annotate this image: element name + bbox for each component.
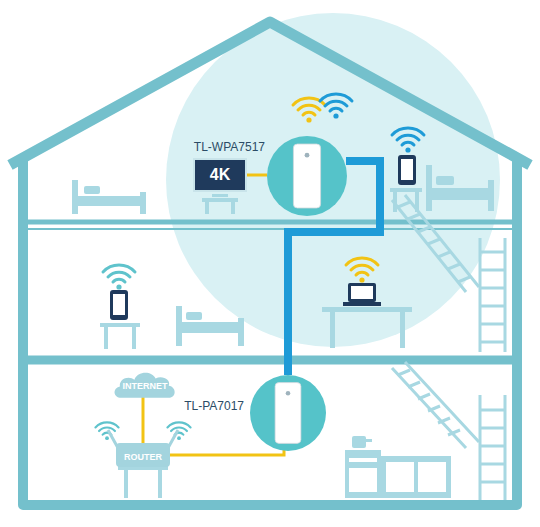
house-outline	[10, 22, 530, 505]
circle-shape	[267, 136, 347, 216]
kitchen-detail	[349, 458, 446, 492]
plug-device	[293, 144, 320, 208]
circle-fill	[267, 136, 347, 216]
device-led	[286, 391, 291, 396]
coverage-area	[166, 13, 500, 347]
cable-connector	[170, 449, 284, 455]
node-text: 4K	[210, 166, 230, 184]
stairs	[392, 195, 505, 500]
router-box: ROUTER	[116, 443, 170, 467]
device-label: TL-PA7017	[184, 399, 244, 413]
furniture	[72, 165, 494, 498]
plug-device	[275, 383, 301, 444]
device-label: TL-WPA7517	[194, 140, 265, 154]
circle-shape	[250, 375, 326, 451]
device-led	[305, 153, 310, 158]
tv-screen: 4K	[193, 158, 247, 192]
internet-cloud: INTERNET	[112, 369, 178, 399]
cable-connector	[142, 397, 145, 443]
node-text: ROUTER	[124, 452, 162, 462]
node-text: INTERNET	[123, 381, 168, 391]
adapter-circle: TL-PA7017	[250, 375, 326, 451]
client-devices	[110, 155, 416, 320]
circle-fill	[250, 375, 326, 451]
extender-circle: TL-WPA7517	[267, 136, 347, 216]
cloud-fill	[115, 373, 175, 398]
cable-connector	[247, 174, 267, 177]
